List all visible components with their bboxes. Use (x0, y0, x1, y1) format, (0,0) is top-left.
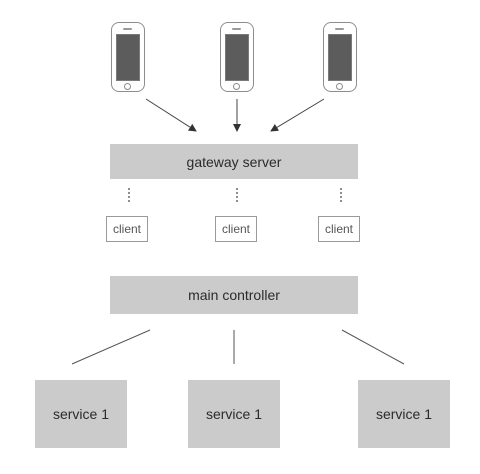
client-box: client (318, 216, 360, 242)
client-box: client (215, 216, 257, 242)
phone-home-button (336, 83, 343, 90)
service-box: service 1 (358, 380, 450, 448)
phone-speaker (335, 28, 344, 30)
phone-speaker (232, 28, 241, 30)
phone-home-button (233, 83, 240, 90)
phone-icon (111, 22, 145, 92)
client-label: client (324, 222, 353, 236)
phone-screen (116, 34, 140, 81)
arrow-phone-3-to-gateway (270, 98, 325, 132)
phone-speaker (123, 28, 132, 30)
client-label: client (112, 222, 141, 236)
service-label: service 1 (52, 406, 110, 422)
client-label: client (221, 222, 250, 236)
phone-icon (323, 22, 357, 92)
phone-icon (220, 22, 254, 92)
gateway-server-box: gateway server (110, 144, 358, 179)
service-box: service 1 (188, 380, 280, 448)
phone-screen (225, 34, 249, 81)
main-controller-label: main controller (188, 287, 280, 303)
link-controller-service-1 (71, 329, 151, 365)
gateway-server-label: gateway server (186, 153, 282, 170)
client-box: client (106, 216, 148, 242)
service-label: service 1 (205, 406, 263, 422)
phone-screen (328, 34, 352, 81)
main-controller-box: main controller (110, 276, 358, 314)
service-box: service 1 (35, 380, 127, 448)
phone-home-button (124, 83, 131, 90)
service-label: service 1 (375, 406, 433, 422)
arrow-phone-1-to-gateway (145, 98, 197, 132)
link-controller-service-3 (341, 329, 405, 365)
